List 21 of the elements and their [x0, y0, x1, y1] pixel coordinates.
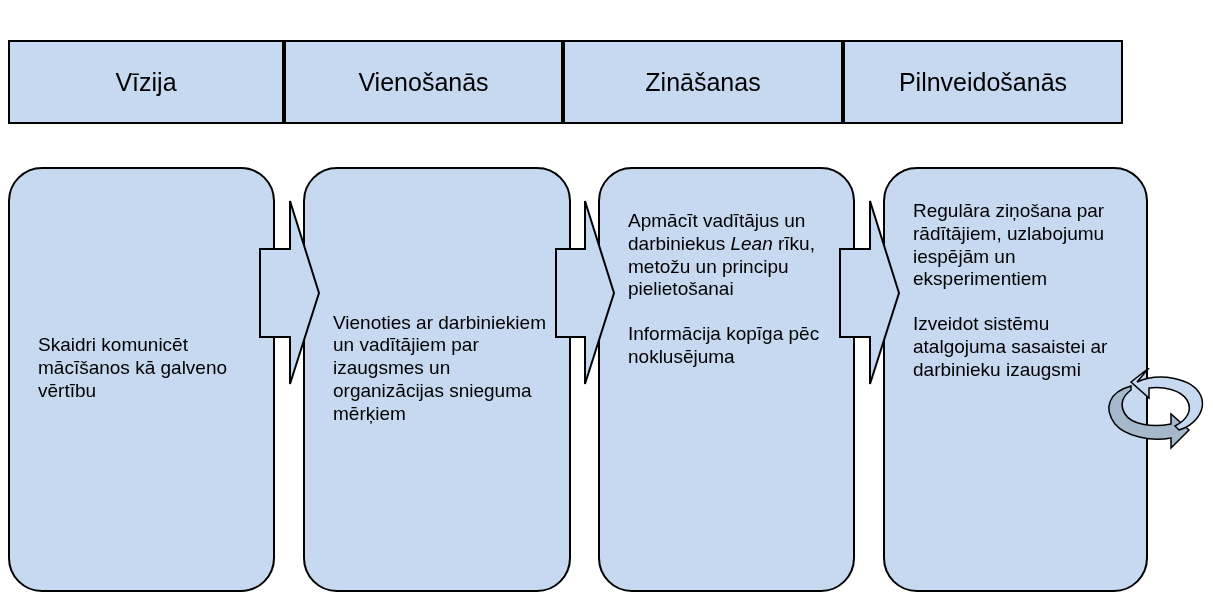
stage-description: Informācija kopīga pēc noklusējuma	[628, 323, 821, 369]
stage-header-box	[284, 40, 563, 124]
stage-title: Vīzija	[115, 67, 177, 97]
stage-header-box	[563, 40, 843, 124]
stage-box	[598, 167, 855, 592]
stage-description: Izveidot sistēmu atalgojuma sasaistei ar darbinieku izaugsmi	[913, 313, 1109, 382]
stage-title: Pilnveidošanās	[898, 67, 1068, 97]
stage-title: Vienošanās	[358, 67, 489, 97]
block-arrow	[259, 200, 321, 385]
stage-box	[883, 167, 1148, 592]
stage-description: Regulāra ziņošana par rādītājiem, uzlabojumu iespējām un eksperimentiem	[913, 200, 1106, 292]
stage-header-box	[843, 40, 1123, 124]
block-arrow	[555, 200, 616, 385]
stage-description: Skaidri komunicēt mācīšanos kā galveno vērtību	[38, 334, 229, 403]
stage-box	[8, 167, 275, 592]
block-arrow	[839, 200, 901, 385]
stage-title: Zināšanas	[645, 67, 761, 97]
stage-header-box	[8, 40, 284, 124]
stage-description: Apmācīt vadītājus un darbiniekus Lean rīku, metožu un principu pielietošanai	[628, 210, 816, 302]
stage-description: Vienoties ar darbiniekiem un vadītājiem par izaugsmes un organizācijas snieguma mērķiem	[333, 311, 547, 426]
stage-box	[303, 167, 571, 592]
